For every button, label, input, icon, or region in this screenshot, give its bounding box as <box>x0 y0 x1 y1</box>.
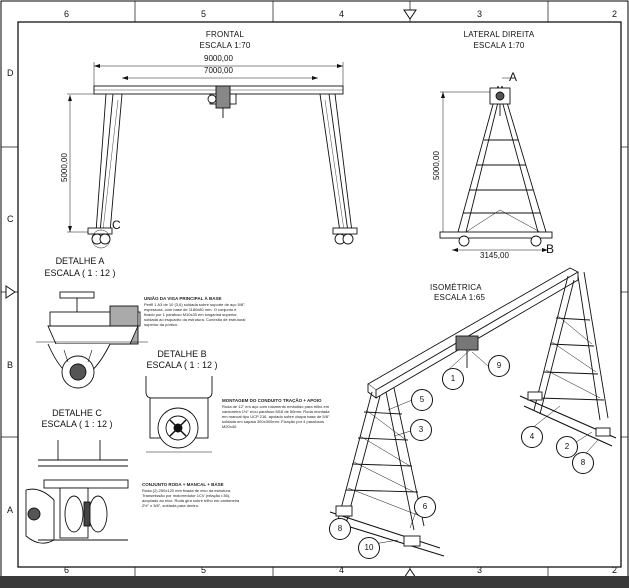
center-mark-left <box>5 285 16 299</box>
side-dim-height: 5000,00 <box>432 151 441 180</box>
balloon-6: 6 <box>414 496 436 518</box>
balloon-8-left: 8 <box>329 518 351 540</box>
zone-col-3-bottom: 3 <box>477 565 483 575</box>
balloon-4: 4 <box>521 426 543 448</box>
side-callout-a: A <box>509 70 518 84</box>
note-beam-union: UNIÃO DA VIGA PRINCIPAL À BASE Perfil 1 … <box>144 296 248 327</box>
balloon-8-right: 8 <box>572 452 594 474</box>
detail-c-title: DETALHE C <box>52 408 102 418</box>
zone-row-c: C <box>7 214 14 224</box>
zone-col-4-bottom: 4 <box>339 565 345 575</box>
detail-b-title: DETALHE B <box>157 349 207 359</box>
note-beam-union-title: UNIÃO DA VIGA PRINCIPAL À BASE <box>144 296 222 301</box>
balloon-10: 10 <box>358 537 380 559</box>
zone-col-3-top: 3 <box>477 9 483 19</box>
note-wheel-set-body: Roda (2) 250x120 mm fixada de eixo da es… <box>142 488 240 508</box>
detail-c-drawing <box>25 440 129 544</box>
note-wheel-set-title: CONJUNTO RODA + MANCAL + BASE <box>142 482 224 487</box>
zone-col-6-top: 6 <box>64 9 70 19</box>
zone-row-b: B <box>7 360 14 370</box>
zone-col-2-top: 2 <box>612 9 618 19</box>
iso-view-scale: ESCALA 1:65 <box>434 293 486 302</box>
balloon-2: 2 <box>556 436 578 458</box>
detail-a-scale: ESCALA ( 1 : 12 ) <box>44 268 116 278</box>
zone-row-a: A <box>7 505 14 515</box>
front-dim-height: 5000,00 <box>60 153 69 182</box>
front-view-scale: ESCALA 1:70 <box>199 41 251 50</box>
note-traction-assembly-body: Roda de 12" em aço com rolamento embutid… <box>222 404 330 429</box>
balloon-5: 5 <box>411 389 433 411</box>
detail-a-drawing <box>36 291 148 389</box>
center-mark-top <box>403 9 417 20</box>
zone-col-4-top: 4 <box>339 9 345 19</box>
balloon-1: 1 <box>442 368 464 390</box>
front-dim-total: 9000,00 <box>204 54 233 63</box>
side-view <box>439 77 553 252</box>
iso-view-title: ISOMÉTRICA <box>430 283 482 292</box>
zone-col-2-bottom: 2 <box>612 565 618 575</box>
zone-row-d: D <box>7 68 14 78</box>
side-view-title: LATERAL DIREITA <box>463 30 535 39</box>
front-view-title: FRONTAL <box>205 30 245 39</box>
front-callout-c: C <box>112 218 121 232</box>
note-traction-assembly-title: MONTAGEM DO CONDUITO TRAÇÃO + APOIO <box>222 398 322 403</box>
note-wheel-set: CONJUNTO RODA + MANCAL + BASE Roda (2) 2… <box>142 482 244 508</box>
detail-a-title: DETALHE A <box>55 256 105 266</box>
front-dim-span: 7000,00 <box>204 66 233 75</box>
note-traction-assembly: MONTAGEM DO CONDUITO TRAÇÃO + APOIO Roda… <box>222 398 334 429</box>
note-beam-union-body: Perfil 1 A3 de 10 (3,6) soldada sobre su… <box>144 302 246 327</box>
zone-col-5-bottom: 5 <box>201 565 207 575</box>
bottom-band <box>0 576 629 588</box>
inner-frame <box>17 21 622 568</box>
side-view-scale: ESCALA 1:70 <box>473 41 525 50</box>
side-callout-b: B <box>546 242 555 256</box>
detail-b-drawing <box>145 376 213 453</box>
balloon-3: 3 <box>410 419 432 441</box>
zone-col-5-top: 5 <box>201 9 207 19</box>
balloon-9: 9 <box>488 355 510 377</box>
side-dim-base: 3145,00 <box>480 251 509 260</box>
isometric-view <box>329 267 617 557</box>
detail-b-scale: ESCALA ( 1 : 12 ) <box>146 360 218 370</box>
detail-c-scale: ESCALA ( 1 : 12 ) <box>41 419 113 429</box>
zone-col-6-bottom: 6 <box>64 565 70 575</box>
front-view <box>67 62 358 249</box>
